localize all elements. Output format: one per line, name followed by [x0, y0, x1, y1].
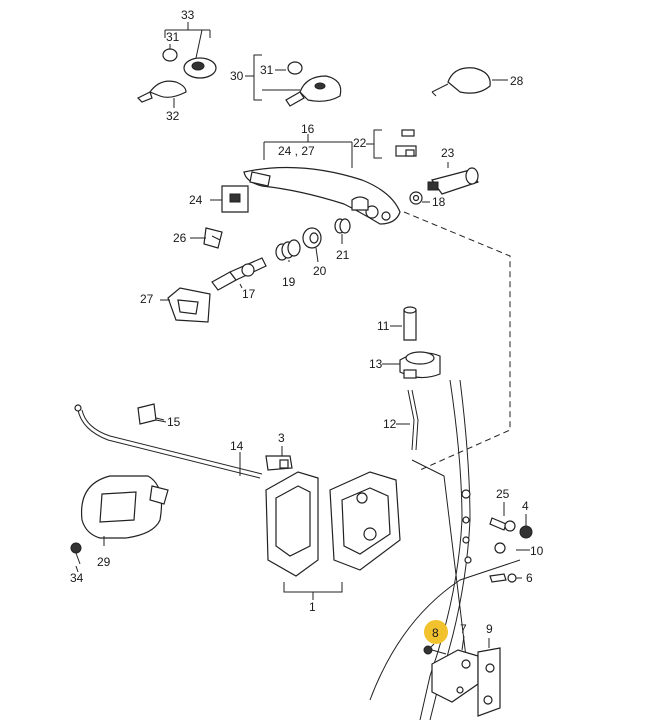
label-6: 6 — [526, 571, 533, 585]
label-30: 30 — [230, 69, 244, 83]
label-24-27: 24 , 27 — [278, 144, 315, 158]
label-15: 15 — [167, 415, 181, 429]
label-3: 3 — [278, 431, 285, 445]
label-19: 19 — [282, 275, 296, 289]
label-24: 24 — [189, 193, 203, 207]
label-14: 14 — [230, 439, 244, 453]
label-4: 4 — [522, 499, 529, 513]
label-7: 7 — [460, 622, 467, 636]
knob-11 — [403, 306, 417, 341]
label-28: 28 — [510, 74, 524, 88]
label-22: 22 — [353, 136, 367, 150]
label-11: 11 — [377, 319, 390, 333]
outside-handle-16 — [243, 134, 401, 225]
label-34: 34 — [70, 571, 84, 585]
screw-34 — [70, 542, 82, 565]
label-8: 8 — [432, 626, 439, 640]
label-23: 23 — [441, 146, 455, 160]
lock-set-group-33 — [136, 22, 217, 108]
label-13: 13 — [369, 357, 383, 371]
label-17: 17 — [242, 287, 256, 301]
label-1: 1 — [309, 600, 316, 614]
gasket-24 — [221, 185, 249, 213]
key-set-group-30 — [245, 54, 342, 107]
label-29: 29 — [97, 555, 111, 569]
shim-9 — [477, 647, 501, 717]
label-26: 26 — [173, 231, 187, 245]
label-25: 25 — [496, 487, 510, 501]
small-parts-22 — [366, 129, 417, 159]
label-20: 20 — [313, 264, 327, 278]
lock-assembly-1 — [265, 471, 401, 600]
label-33: 33 — [181, 8, 195, 22]
label-16: 16 — [301, 122, 315, 136]
screws-25-6 — [461, 489, 533, 583]
clip-3 — [265, 455, 293, 471]
spring-19 — [275, 239, 301, 261]
label-21: 21 — [336, 248, 350, 262]
label-18: 18 — [432, 195, 446, 209]
highlight-circle — [424, 620, 448, 644]
cable-14 — [74, 404, 263, 479]
label-31-top: 31 — [166, 30, 180, 44]
rod-12 — [407, 389, 419, 451]
bolt-8 — [423, 645, 447, 655]
label-10: 10 — [530, 544, 544, 558]
inner-handle-29 — [80, 475, 169, 539]
clip-26 — [203, 227, 223, 249]
dashed-outline — [403, 211, 511, 471]
rod-17 — [211, 257, 267, 291]
guide-13 — [399, 351, 441, 379]
label-32: 32 — [166, 109, 180, 123]
label-31-mid: 31 — [260, 63, 274, 77]
gasket-27 — [167, 287, 211, 323]
bushing-20 — [302, 227, 322, 249]
spring-21 — [334, 218, 351, 234]
label-12: 12 — [383, 417, 397, 431]
leader-lines — [75, 199, 530, 651]
key-28 — [431, 67, 508, 97]
lock-cylinder-23 — [409, 162, 479, 205]
label-27: 27 — [140, 292, 154, 306]
label-9: 9 — [486, 622, 493, 636]
striker-7 — [431, 649, 479, 703]
